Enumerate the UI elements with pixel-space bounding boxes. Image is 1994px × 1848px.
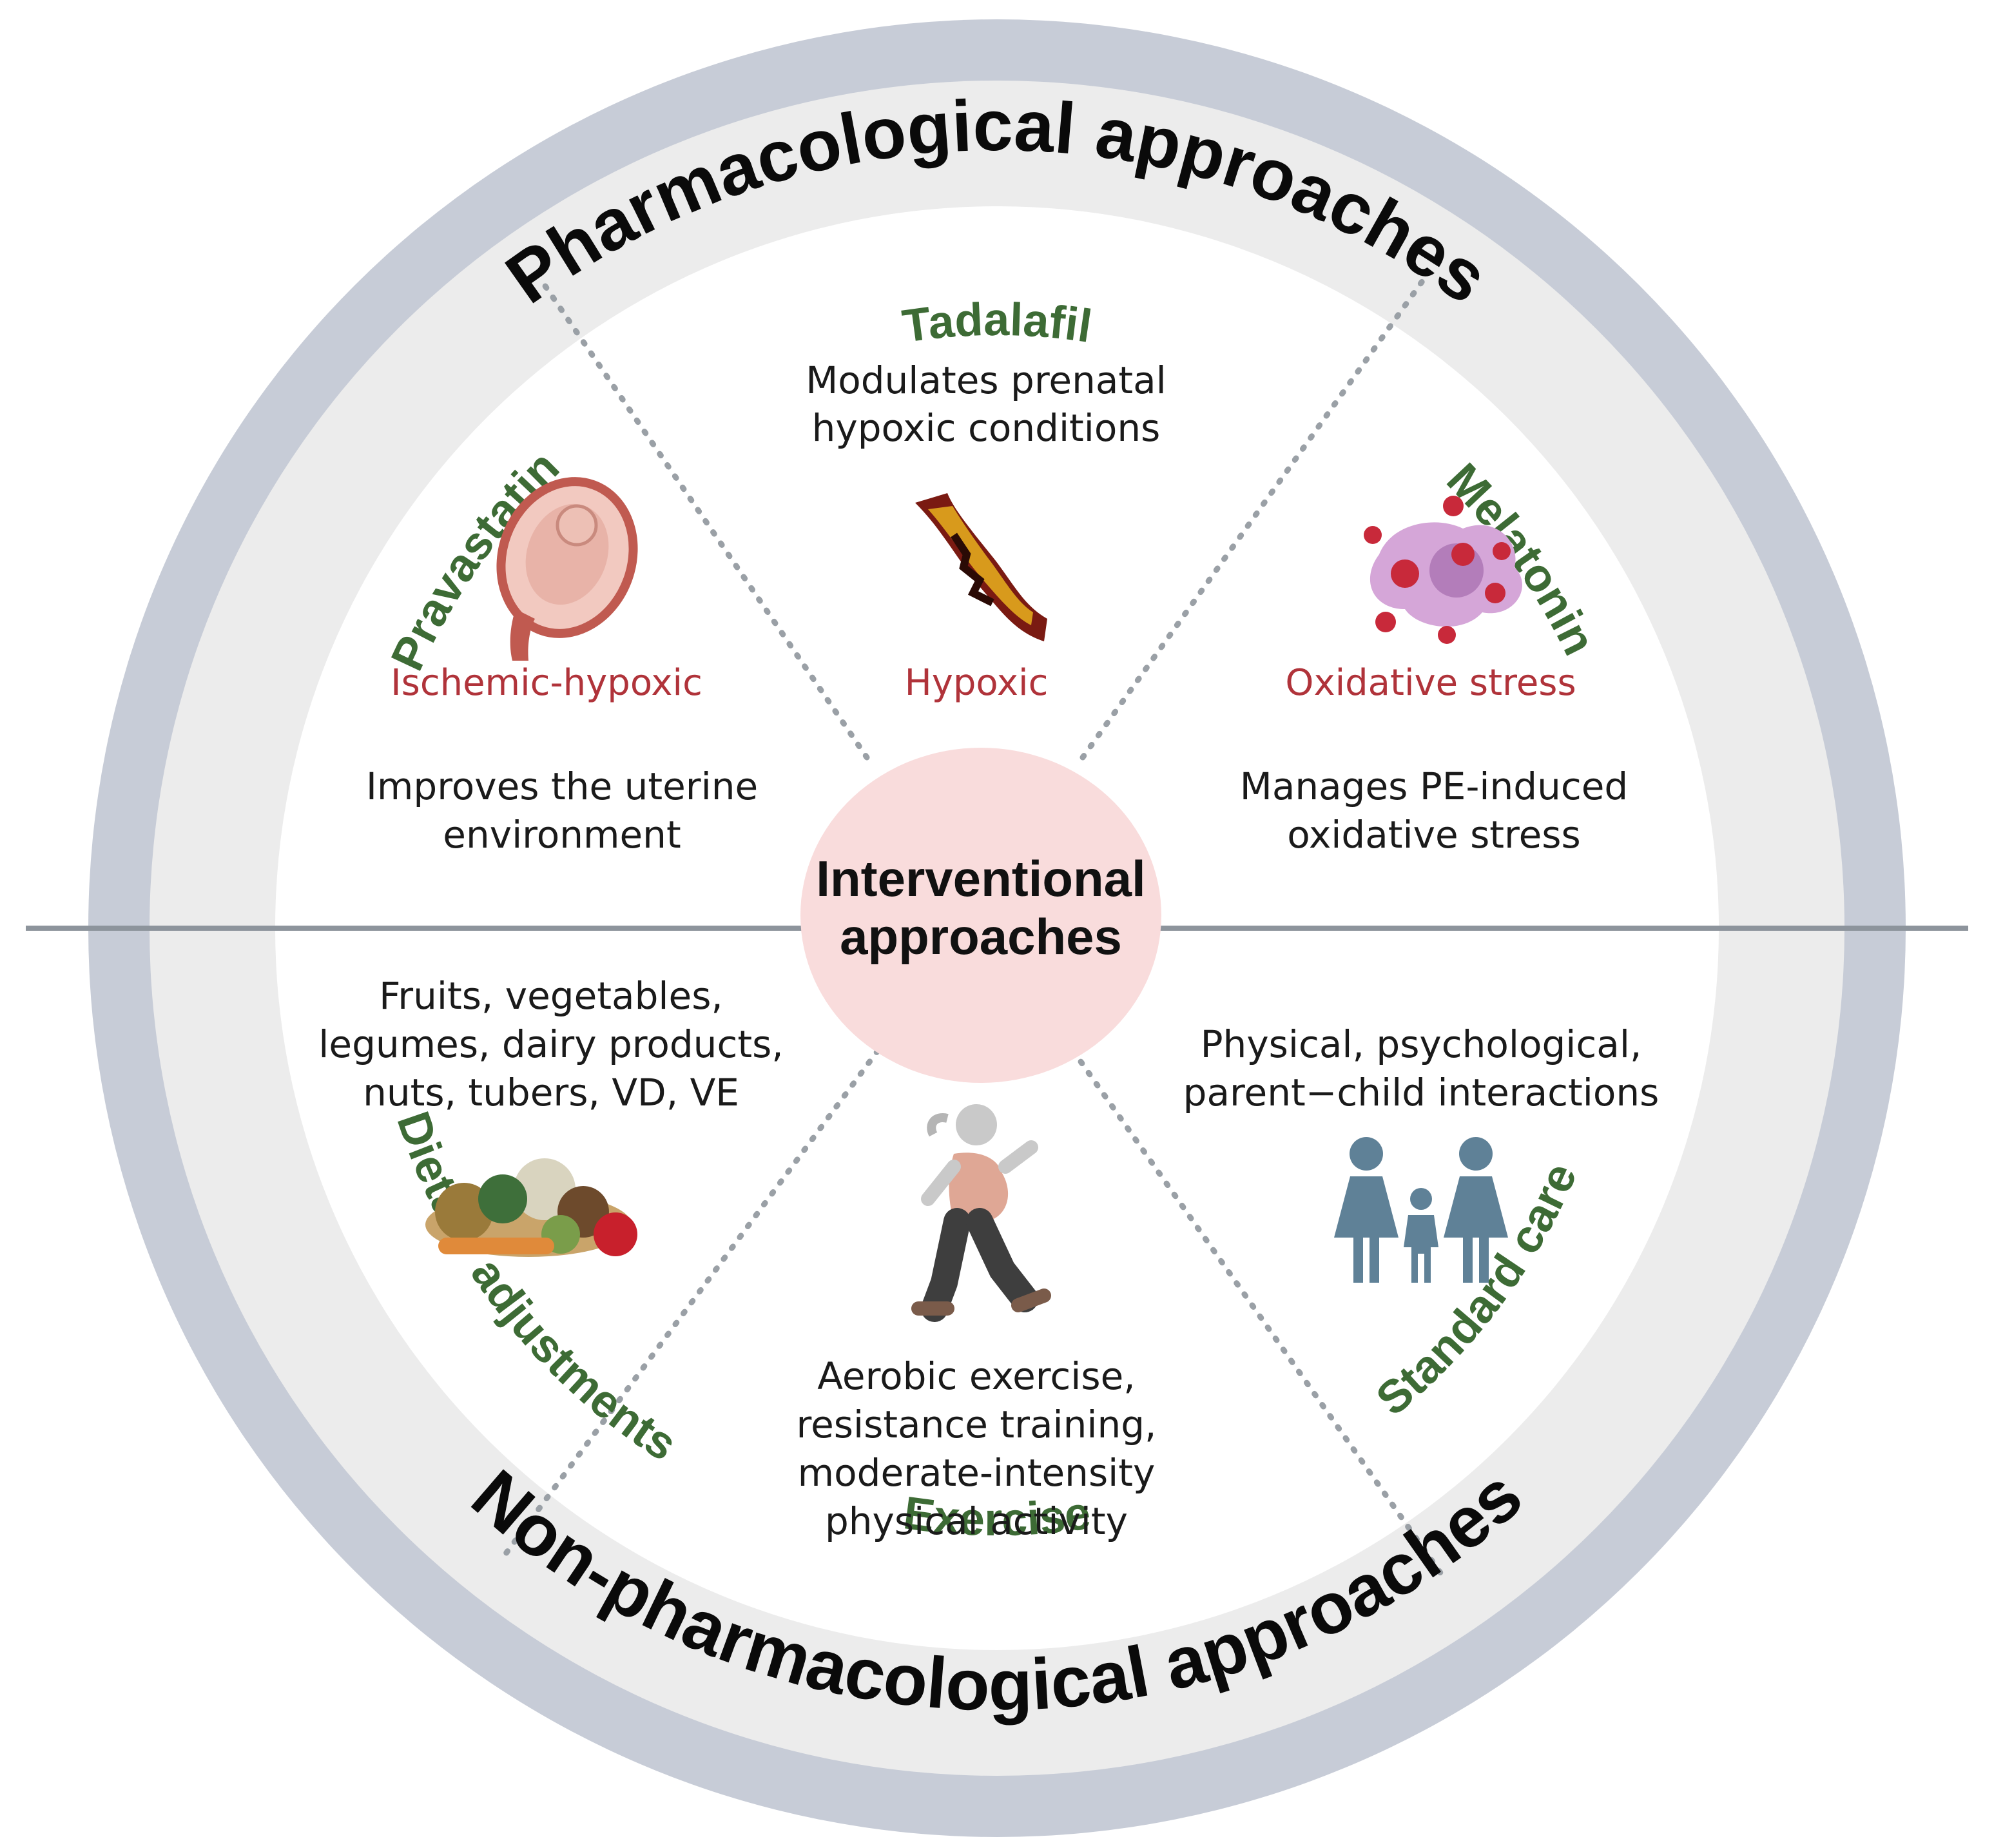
melatonin-desc-line2: oxidative stress [1287,813,1580,857]
standard-care-desc-line1: Physical, psychological, [1201,1022,1642,1066]
center-title-line2: approaches [840,908,1122,965]
segment-title-tadalafil: Tadalafil [900,294,1095,353]
melatonin-desc-line1: Manages PE-induced [1240,764,1628,808]
divider-bottom-right [1070,1047,1444,1576]
exercise-desc-line3: moderate-intensity [798,1451,1156,1495]
exercise-desc-line2: resistance training, [797,1403,1157,1446]
dietary-desc-line2: legumes, dairy products, [318,1022,783,1066]
tadalafil-desc-line1: Modulates prenatal [806,358,1166,402]
divider-top-left [538,277,870,761]
food-pile-icon [425,1158,637,1257]
divider-bottom-left [503,1047,881,1557]
tadalafil-mechanism: Hypoxic [905,662,1049,704]
pravastatin-desc-line1: Improves the uterine [366,764,758,808]
walking-pregnant-woman-icon [911,1104,1051,1322]
pravastatin-mechanism: Ischemic-hypoxic [391,662,702,704]
blood-vessel-icon [915,493,1047,641]
dotted-dividers [503,271,1444,1576]
exercise-desc-line4: physical activity [825,1499,1128,1543]
dietary-desc-line3: nuts, tubers, VD, VE [363,1071,739,1114]
oxidative-cell-icon [1364,496,1522,644]
center-title-line1: Interventional [816,850,1145,907]
family-icon [1334,1137,1508,1283]
dietary-desc-line1: Fruits, vegetables, [379,974,723,1018]
divider-top-right [1079,271,1431,761]
uterus-fetus-icon [496,477,638,661]
standard-care-desc-line2: parent−child interactions [1183,1071,1660,1114]
pravastatin-desc-line2: environment [443,813,681,857]
segment-title-exercise: Exercise [900,1487,1093,1546]
melatonin-mechanism: Oxidative stress [1285,662,1576,704]
center-disc [800,748,1161,1083]
exercise-desc-line1: Aerobic exercise, [817,1354,1135,1398]
tadalafil-desc-line2: hypoxic conditions [812,406,1161,450]
